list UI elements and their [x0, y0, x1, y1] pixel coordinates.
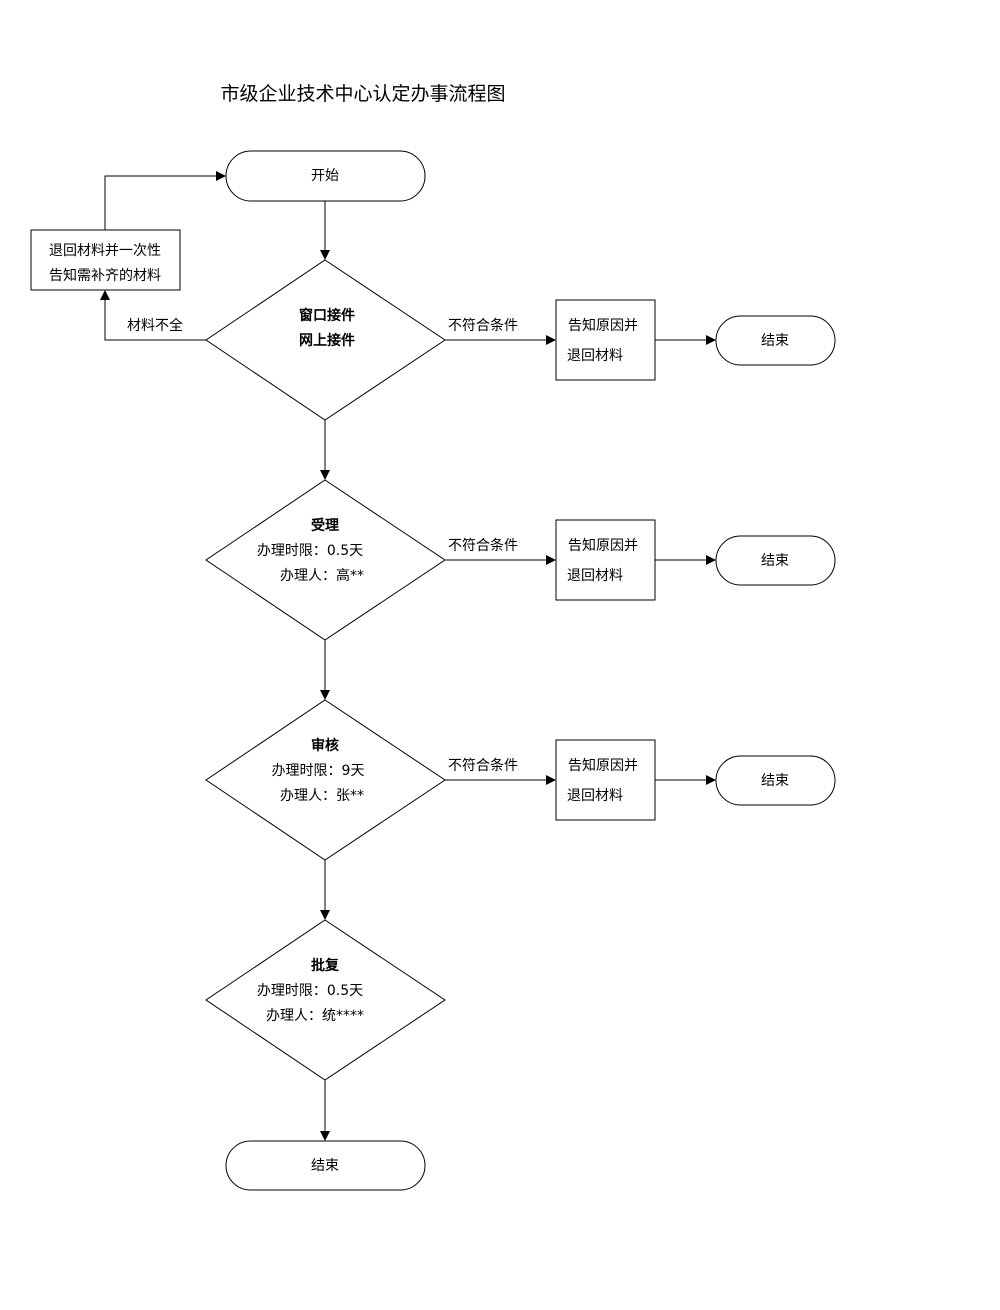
reject-arrowhead-1 — [546, 335, 556, 345]
step4-time: 办理时限：0.5天 — [257, 983, 363, 999]
loop-back-arrowhead — [216, 171, 226, 181]
decision-acceptance — [205, 479, 446, 641]
reject-box-2-line2: 退回材料 — [567, 568, 623, 584]
end-arrowhead-1 — [706, 335, 716, 345]
end-label-1: 结束 — [761, 333, 789, 349]
reject-box-3 — [555, 739, 656, 821]
arrowhead-step4 — [320, 910, 330, 920]
end-arrowhead-3 — [706, 775, 716, 785]
arrowhead-step2 — [320, 470, 330, 480]
final-end-label: 结束 — [311, 1158, 339, 1174]
diagram-title: 市级企业技术中心认定办事流程图 — [220, 83, 505, 105]
loop-back-connector — [104, 175, 216, 230]
incomplete-arrowhead — [100, 290, 110, 300]
return-materials-box — [30, 229, 181, 291]
return-box-line1: 退回材料并一次性 — [49, 243, 161, 259]
step2-name: 受理 — [311, 517, 339, 534]
reject-box-2-line1: 告知原因并 — [568, 537, 638, 554]
arrowhead-final-end — [320, 1131, 330, 1141]
step1-line2: 网上接件 — [299, 332, 355, 349]
incomplete-connector — [104, 300, 206, 341]
arrowhead-step3 — [320, 690, 330, 700]
reject-box-3-line2: 退回材料 — [567, 788, 623, 804]
step4-name: 批复 — [311, 957, 340, 974]
reject-box-1 — [555, 299, 656, 381]
step3-name: 审核 — [311, 737, 339, 754]
decision-approval — [205, 919, 446, 1081]
reject-box-3-line1: 告知原因并 — [568, 757, 638, 774]
end-node-3 — [715, 755, 836, 806]
end-node-2 — [715, 535, 836, 586]
reject-label-3: 不符合条件 — [448, 757, 518, 774]
reject-box-1-line1: 告知原因并 — [568, 317, 638, 334]
step2-person: 办理人：高** — [280, 567, 364, 584]
reject-box-2 — [555, 519, 656, 601]
decision-review — [205, 699, 446, 861]
end-arrowhead-2 — [706, 555, 716, 565]
step4-person: 办理人：统**** — [266, 1008, 364, 1024]
final-end-node — [225, 1140, 426, 1191]
end-label-2: 结束 — [761, 553, 789, 569]
reject-label-2: 不符合条件 — [448, 537, 518, 554]
arrowhead-step1 — [320, 250, 330, 260]
start-label: 开始 — [311, 168, 339, 184]
reject-arrowhead-3 — [546, 775, 556, 785]
reject-box-1-line2: 退回材料 — [567, 348, 623, 364]
step1-line1: 窗口接件 — [299, 307, 355, 324]
return-box-line2: 告知需补齐的材料 — [49, 267, 161, 284]
step2-time: 办理时限：0.5天 — [257, 543, 363, 559]
end-node-1 — [715, 315, 836, 366]
reject-label-1: 不符合条件 — [448, 317, 518, 334]
reject-arrowhead-2 — [546, 555, 556, 565]
end-label-3: 结束 — [761, 773, 789, 789]
incomplete-label: 材料不全 — [127, 317, 183, 334]
step3-person: 办理人：张** — [280, 788, 364, 804]
step3-time: 办理时限：9天 — [272, 763, 365, 779]
